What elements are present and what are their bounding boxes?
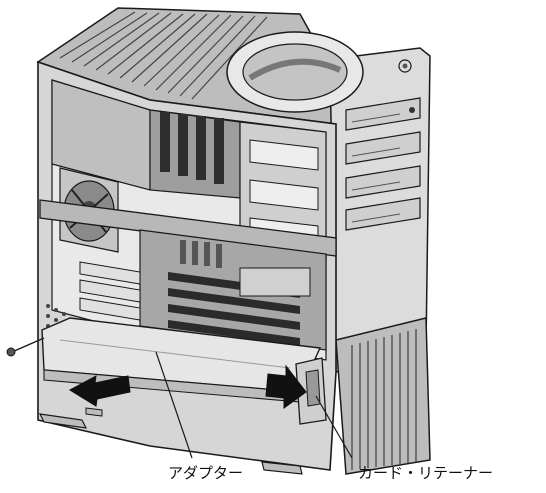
callout-lines [155,351,353,459]
arrow-right-icon [265,364,307,409]
case-feet [38,407,303,475]
motherboard [139,229,327,351]
cross-bar [39,199,337,257]
arrow-left-icon [68,375,131,407]
front-bezel [226,31,431,475]
drive-cage [160,112,327,261]
card-retainer-label: カード・リテーナー [358,464,493,482]
adapter-label: アダプター [168,464,243,482]
screw [6,337,45,357]
